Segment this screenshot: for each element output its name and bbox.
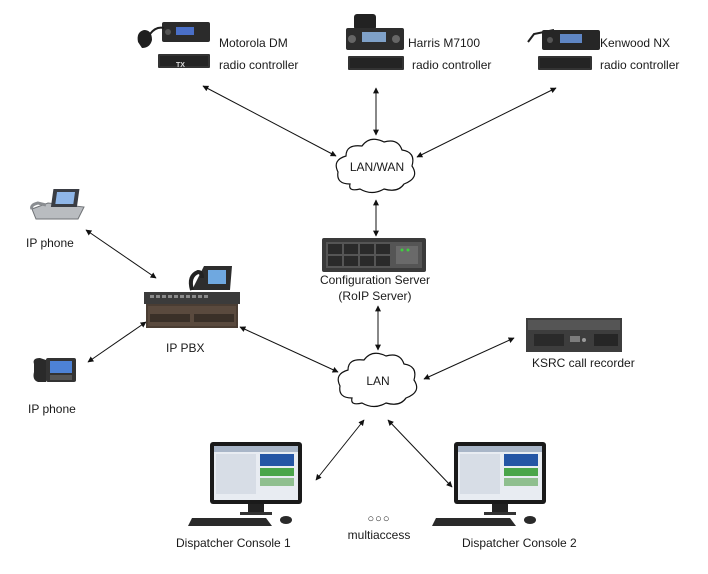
harris-role: radio controller bbox=[412, 58, 492, 72]
server-title: Configuration Server bbox=[319, 273, 431, 287]
server-subtitle: (RoIP Server) bbox=[338, 289, 412, 303]
link-pbx-lan bbox=[239, 326, 339, 373]
ip-phone-bottom-label: IP phone bbox=[28, 402, 76, 416]
motorola-radio-icon bbox=[137, 22, 210, 68]
server-icon bbox=[322, 238, 426, 272]
dispatcher-console-icon bbox=[432, 442, 546, 526]
motorola-name: Motorola DM bbox=[219, 36, 288, 50]
link-kenwood-wan bbox=[416, 87, 557, 158]
multiaccess-label: multiaccess bbox=[347, 528, 411, 542]
kenwood-radio-icon bbox=[527, 29, 600, 70]
link-recorder-lan bbox=[423, 337, 515, 380]
ip-phone-icon bbox=[30, 189, 85, 220]
motorola-role: radio controller bbox=[219, 58, 299, 72]
link-phone1-pbx bbox=[85, 229, 157, 279]
call-recorder-icon bbox=[526, 318, 622, 352]
link-phone2-pbx bbox=[87, 321, 147, 363]
link-lan-console2 bbox=[387, 419, 453, 488]
lan-cloud-label: LAN bbox=[366, 374, 390, 388]
kenwood-role: radio controller bbox=[600, 58, 680, 72]
wan-cloud bbox=[335, 138, 416, 194]
wan-cloud-label: LAN/WAN bbox=[349, 160, 405, 174]
link-motorola-wan bbox=[202, 85, 337, 157]
lan-cloud bbox=[337, 352, 418, 408]
ip-phone-icon bbox=[33, 358, 76, 382]
kenwood-name: Kenwood NX bbox=[600, 36, 671, 50]
console-2-label: Dispatcher Console 2 bbox=[462, 536, 577, 550]
harris-name: Harris M7100 bbox=[408, 36, 481, 50]
multiaccess-dots: ○○○ bbox=[367, 513, 391, 525]
harris-radio-icon bbox=[346, 14, 404, 70]
link-lan-console1 bbox=[315, 419, 365, 481]
dispatcher-console-icon bbox=[188, 442, 302, 526]
ip-pbx-label: IP PBX bbox=[166, 341, 205, 355]
console-1-label: Dispatcher Console 1 bbox=[176, 536, 291, 550]
ip-phone-top-label: IP phone bbox=[26, 236, 74, 250]
motorola-controller-badge: TX bbox=[176, 62, 185, 69]
call-recorder-label: KSRC call recorder bbox=[532, 356, 635, 370]
ip-pbx-icon bbox=[144, 266, 240, 328]
